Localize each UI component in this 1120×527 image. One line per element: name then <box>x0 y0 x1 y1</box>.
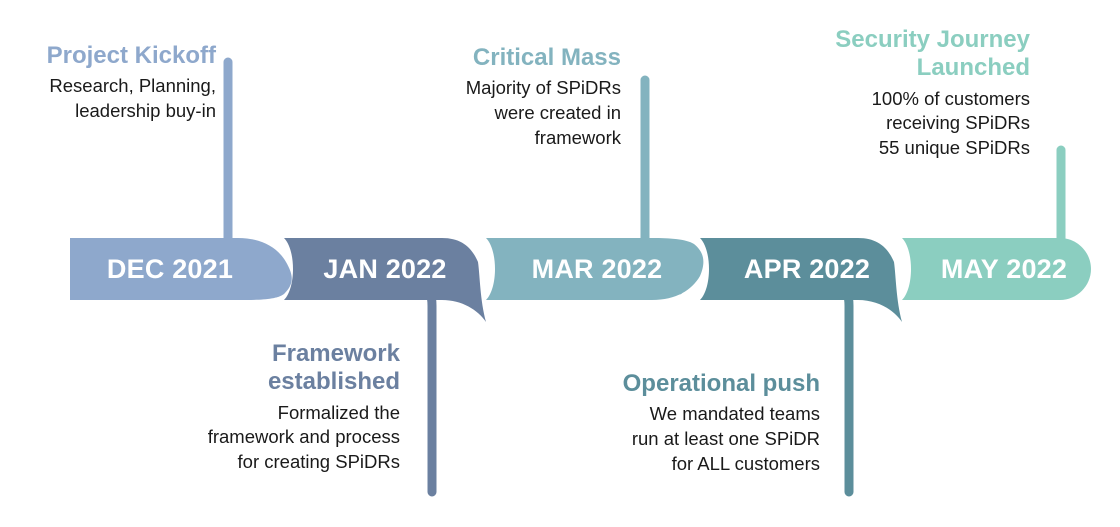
milestone-security-journey-launched: Security Journey Launched 100% of custom… <box>798 26 1030 160</box>
chevron-jan-2022 <box>284 238 486 322</box>
chevron-apr-2022 <box>700 238 902 322</box>
milestone-title: Framework established <box>267 340 400 396</box>
stage-date-may-2022: MAY 2022 <box>940 254 1068 284</box>
stage-date-mar-2022: MAR 2022 <box>531 254 663 284</box>
milestone-operational-push: Operational push We mandated teams run a… <box>588 370 820 476</box>
stage-dec-2021[interactable] <box>70 57 292 300</box>
chevron-may-2022 <box>902 238 1091 300</box>
milestone-project-kickoff: Project Kickoff Research, Planning, lead… <box>0 42 216 124</box>
milestone-body: Research, Planning, leadership buy-in <box>49 75 216 121</box>
stage-date-apr-2022: APR 2022 <box>743 254 871 284</box>
chevron-mar-2022 <box>486 238 704 300</box>
milestone-title: Operational push <box>622 370 820 397</box>
stage-date-dec-2021: DEC 2021 <box>106 254 234 284</box>
milestone-body: We mandated teams run at least one SPiDR… <box>631 403 820 474</box>
stage-may-2022[interactable] <box>902 145 1091 300</box>
milestone-body: Formalized the framework and process for… <box>207 401 400 472</box>
stage-mar-2022[interactable] <box>486 75 704 300</box>
stage-jan-2022[interactable] <box>284 238 486 497</box>
milestone-title: Security Journey Launched <box>835 26 1030 82</box>
milestone-critical-mass: Critical Mass Majority of SPiDRs were cr… <box>389 44 621 150</box>
stage-apr-2022[interactable] <box>700 238 902 497</box>
milestone-framework-established: Framework established Formalized the fra… <box>168 340 400 474</box>
milestone-title: Critical Mass <box>472 44 621 71</box>
milestone-body: 100% of customers receiving SPiDRs 55 un… <box>871 87 1030 158</box>
milestone-title: Project Kickoff <box>46 42 216 69</box>
chevron-dec-2021 <box>70 238 292 300</box>
stage-date-jan-2022: JAN 2022 <box>323 254 447 284</box>
milestone-body: Majority of SPiDRs were created in frame… <box>465 77 621 148</box>
